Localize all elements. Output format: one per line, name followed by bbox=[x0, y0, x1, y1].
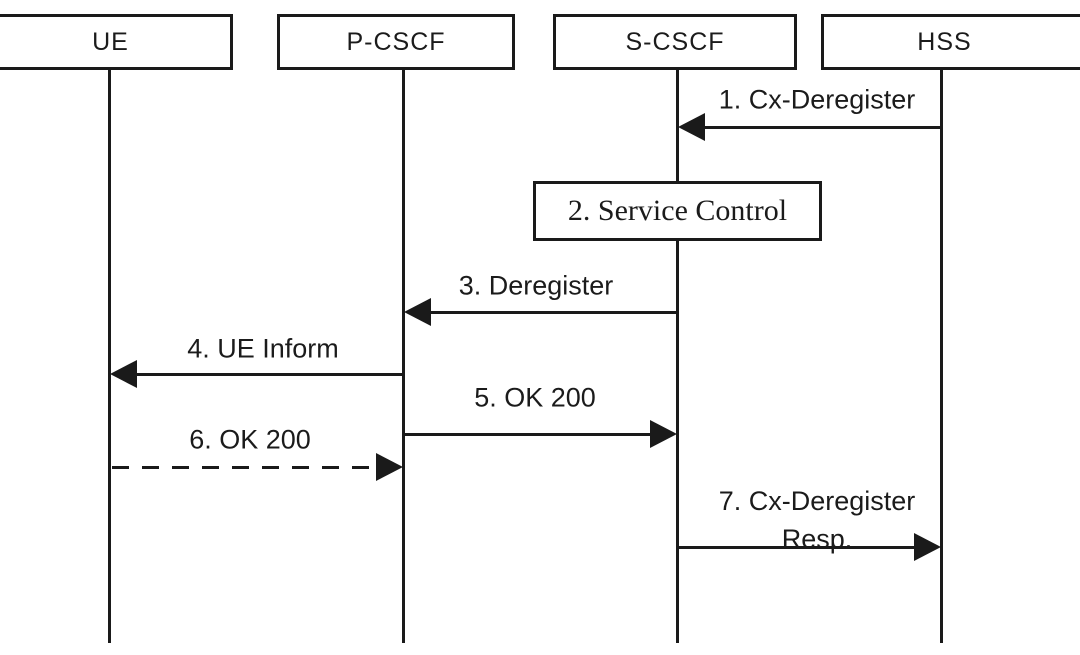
arrowhead-left-icon bbox=[678, 113, 705, 141]
action-box-label: 2. Service Control bbox=[567, 194, 788, 227]
arrowhead-right-icon bbox=[650, 420, 677, 448]
actor-label-ue: UE bbox=[92, 27, 129, 56]
message-5-line bbox=[404, 433, 654, 436]
arrowhead-left-icon bbox=[110, 360, 137, 388]
message-7-line bbox=[678, 546, 916, 549]
message-6-dashed-line bbox=[112, 466, 376, 469]
arrowhead-right-icon bbox=[914, 533, 941, 561]
lifeline-pcscf bbox=[402, 70, 405, 643]
message-6-label: 6. OK 200 bbox=[189, 424, 311, 455]
actor-box-ue: UE bbox=[0, 14, 233, 70]
lifeline-scscf bbox=[676, 70, 679, 643]
message-3-label: 3. Deregister bbox=[458, 270, 614, 301]
message-7-label: 7. Cx-Deregister Resp. bbox=[719, 482, 916, 558]
actor-label-hss: HSS bbox=[917, 27, 972, 56]
message-4-line bbox=[134, 373, 404, 376]
actor-box-pcscf: P-CSCF bbox=[277, 14, 515, 70]
actor-box-hss: HSS bbox=[821, 14, 1080, 70]
arrowhead-left-icon bbox=[404, 298, 431, 326]
actor-label-pcscf: P-CSCF bbox=[346, 27, 446, 56]
lifeline-hss bbox=[940, 70, 943, 643]
lifeline-ue bbox=[108, 70, 111, 643]
message-7-label-line1: 7. Cx-Deregister bbox=[718, 486, 916, 516]
actor-label-scscf: S-CSCF bbox=[625, 27, 725, 56]
message-4-label: 4. UE Inform bbox=[187, 333, 339, 364]
message-3-line bbox=[428, 311, 678, 314]
message-7-label-line2: Resp. bbox=[781, 524, 853, 554]
message-1-line bbox=[700, 126, 941, 129]
actor-box-scscf: S-CSCF bbox=[553, 14, 797, 70]
message-1-label: 1. Cx-Deregister bbox=[718, 84, 916, 115]
action-box-service-control: 2. Service Control bbox=[533, 181, 822, 241]
arrowhead-right-icon bbox=[376, 453, 403, 481]
message-5-label: 5. OK 200 bbox=[474, 382, 596, 413]
